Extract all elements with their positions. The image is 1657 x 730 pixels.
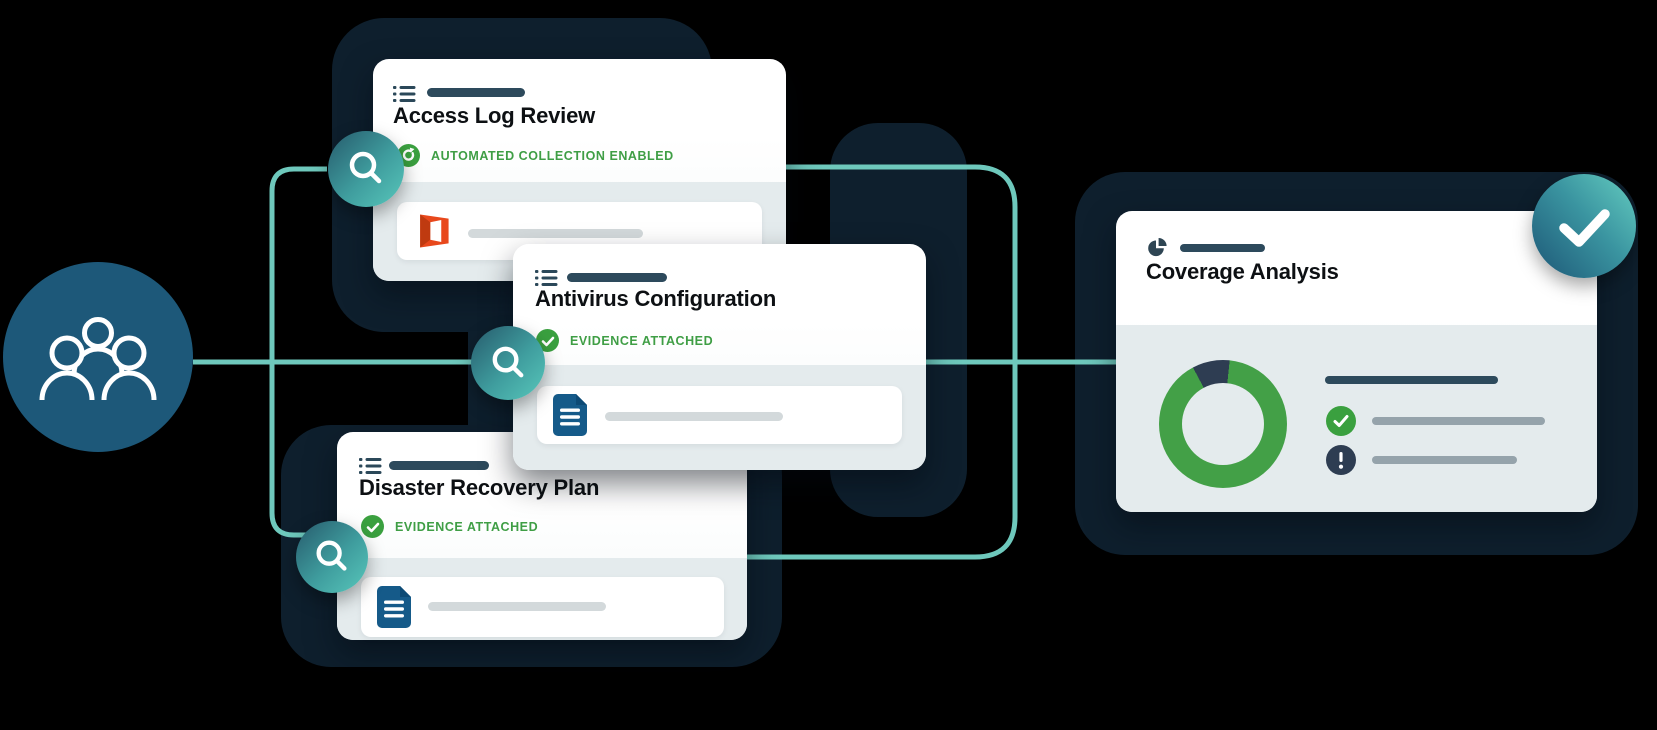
- coverage-card: Coverage Analysis: [1116, 211, 1597, 512]
- text-placeholder-bar: [468, 229, 643, 238]
- coverage-panel: [1116, 325, 1597, 512]
- evidence-panel: [513, 365, 926, 470]
- list-icon: [393, 86, 416, 102]
- card-title: Disaster Recovery Plan: [359, 475, 600, 500]
- list-icon: [535, 270, 558, 286]
- magnifier-node: [471, 326, 545, 400]
- search-icon: [349, 151, 382, 184]
- evidence-panel: [337, 558, 747, 640]
- search-icon: [492, 346, 523, 377]
- title-placeholder-bar: [567, 273, 667, 282]
- document-icon: [377, 586, 411, 628]
- card-title: Access Log Review: [393, 103, 596, 128]
- evidence-row: [361, 577, 724, 637]
- card-title: Antivirus Configuration: [535, 286, 777, 311]
- list-icon: [359, 458, 382, 474]
- summary-heading-bar: [1325, 376, 1498, 384]
- automation-badge: AUTOMATED COLLECTION ENABLED: [397, 144, 674, 167]
- people-icon: [39, 317, 157, 401]
- evidence-badge: EVIDENCE ATTACHED: [361, 515, 538, 538]
- people-node: [3, 262, 193, 452]
- exclamation-icon: [1326, 445, 1356, 475]
- pie-chart-icon: [1148, 238, 1167, 257]
- document-icon: [553, 394, 587, 436]
- check-icon: [536, 329, 559, 352]
- summary-line-bar: [1372, 417, 1545, 425]
- title-placeholder-bar: [427, 88, 525, 97]
- badge-label: EVIDENCE ATTACHED: [570, 333, 714, 348]
- check-icon: [1559, 209, 1610, 247]
- card-title: Coverage Analysis: [1146, 259, 1339, 284]
- title-placeholder-bar: [389, 461, 489, 470]
- evidence-card-antivirus: Antivirus Configuration EVIDENCE ATTACHE…: [513, 244, 926, 470]
- success-node: [1532, 174, 1636, 278]
- magnifier-node: [296, 521, 368, 593]
- check-icon: [1326, 406, 1356, 436]
- donut-hole: [1182, 383, 1264, 465]
- badge-label: EVIDENCE ATTACHED: [395, 519, 539, 534]
- donut-chart: [1159, 360, 1287, 488]
- text-placeholder-bar: [428, 602, 606, 611]
- title-placeholder-bar: [1180, 244, 1265, 252]
- badge-label: AUTOMATED COLLECTION ENABLED: [431, 148, 674, 163]
- search-icon: [316, 540, 347, 571]
- text-placeholder-bar: [605, 412, 783, 421]
- magnifier-node: [328, 131, 404, 207]
- evidence-row: [537, 386, 902, 444]
- summary-line-bar: [1372, 456, 1517, 464]
- check-icon: [361, 515, 384, 538]
- office-logo-icon: [420, 214, 449, 248]
- evidence-badge: EVIDENCE ATTACHED: [536, 329, 713, 352]
